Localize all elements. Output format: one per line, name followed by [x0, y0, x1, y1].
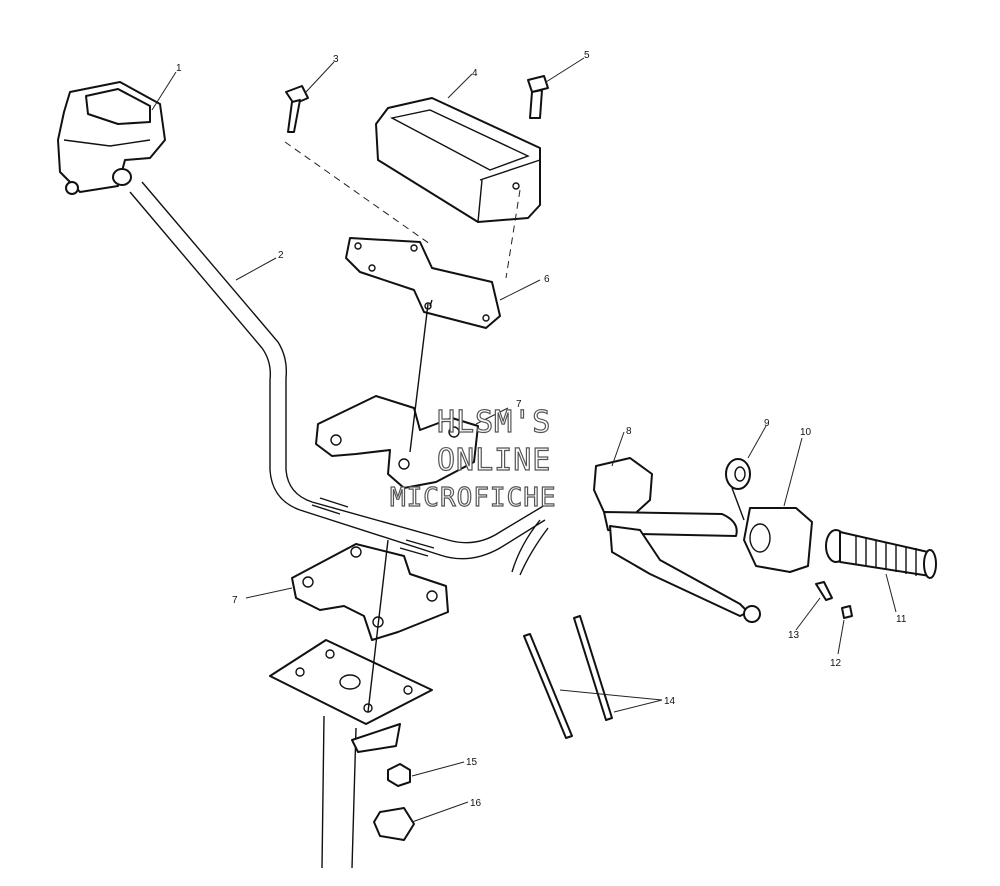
part-10-throttle-housing — [743, 507, 813, 573]
callout-labels: 1 2 3 4 5 6 7 7 8 9 10 11 12 13 14 15 16 — [176, 50, 907, 809]
callout-7-lower: 7 — [232, 595, 238, 606]
watermark-line-2: ONLINE — [437, 443, 551, 478]
part-7-lower-clamp — [291, 543, 449, 641]
part-15-nut — [387, 763, 411, 787]
part-4-pad — [375, 97, 541, 223]
watermark-line-3: MICROFICHE — [390, 483, 557, 513]
part-1-switch-housing — [57, 81, 166, 195]
callout-14: 14 — [664, 696, 676, 707]
part-14-cable-ties — [523, 615, 613, 739]
part-3-bolt — [285, 85, 309, 133]
part-6-plate — [345, 237, 501, 329]
callout-12: 12 — [830, 658, 842, 669]
callout-15: 15 — [466, 757, 478, 768]
callout-5: 5 — [584, 50, 590, 61]
part-2-handlebar — [129, 181, 546, 560]
callout-6: 6 — [544, 274, 550, 285]
watermark-line-1: HLSM'S — [437, 405, 551, 440]
callout-9: 9 — [764, 418, 770, 429]
watermark: HLSM'S ONLINE MICROFICHE — [389, 404, 557, 513]
part-16-clip — [373, 807, 415, 841]
callout-16: 16 — [470, 798, 482, 809]
callout-4: 4 — [472, 68, 478, 79]
callout-11: 11 — [896, 614, 907, 625]
part-12-screw — [841, 605, 853, 619]
steering-plate — [269, 639, 433, 869]
callout-1: 1 — [176, 63, 182, 74]
callout-3: 3 — [333, 54, 339, 65]
leader-lines — [151, 57, 897, 823]
assembly-lines — [284, 141, 745, 713]
callout-7-upper: 7 — [516, 399, 522, 410]
part-11-grip — [825, 529, 937, 579]
part-5-bolt — [527, 75, 549, 119]
callout-8: 8 — [626, 426, 632, 437]
callout-2: 2 — [278, 250, 284, 261]
part-9-spacer — [725, 458, 751, 490]
callout-13: 13 — [788, 630, 800, 641]
callout-10: 10 — [800, 427, 812, 438]
part-8-master-cylinder — [511, 457, 761, 623]
part-13-screw — [815, 581, 833, 601]
part-7-upper-clamp — [315, 395, 479, 489]
